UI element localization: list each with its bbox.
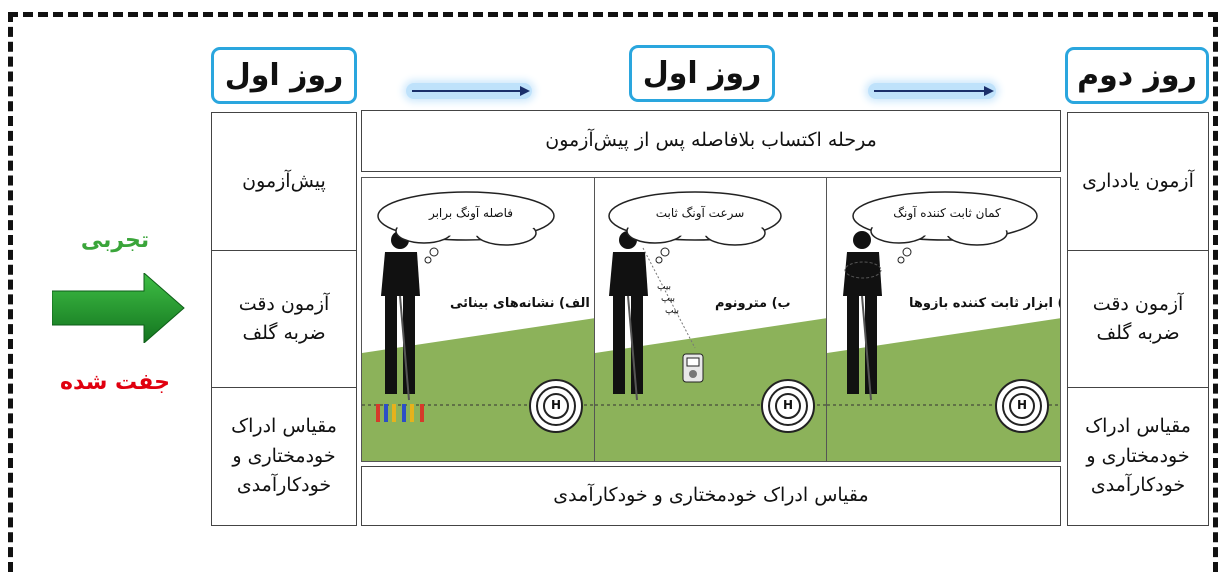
golfer-scene-c — [827, 178, 1060, 461]
center-day-header: روز اول — [629, 45, 775, 102]
thought-cloud — [377, 191, 555, 264]
right-scale-line-3: خودکارآمدی — [1090, 474, 1186, 497]
right-accuracy-line-2: ضربه گلف — [1096, 322, 1180, 344]
right-scale-cell: مقیاس ادراک خودمختاری و خودکارآمدی — [1067, 387, 1209, 526]
dashed-frame — [8, 12, 1218, 572]
experimental-label: تجربی — [80, 228, 150, 253]
left-scale-line-1: مقیاس ادراک — [231, 415, 337, 438]
left-accuracy-test-cell: آزمون دقت ضربه گلف — [211, 250, 357, 388]
thought-cloud — [608, 191, 782, 264]
bottom-scale-text: مقیاس ادراک خودمختاری و خودکارآمدی — [553, 484, 869, 507]
beep-2: بیپ — [661, 294, 676, 304]
golfer-figure — [609, 231, 696, 401]
thought-cloud — [852, 191, 1038, 264]
left-day-header: روز اول — [211, 47, 357, 104]
left-scale-cell: مقیاس ادراک خودمختاری و خودکارآمدی — [211, 387, 357, 526]
panel-c-cloud-text: کمان ثابت کننده آونگ — [893, 206, 1001, 220]
left-accuracy-line-1: آزمون دقت — [238, 292, 330, 315]
beep-3: بیپ — [665, 306, 680, 316]
panel-c-arm-stabilizer: کمان ثابت کننده آونگ ج) ابزار ثابت کننده… — [826, 177, 1061, 462]
target-hole-icon — [761, 379, 815, 433]
panel-b-label: ب) مترونوم — [715, 296, 791, 311]
left-scale-line-3: خودکارآمدی — [236, 474, 332, 497]
left-scale-line-2: خودمختاری و — [232, 444, 336, 467]
right-retention-text: آزمون یادداری — [1082, 169, 1194, 192]
target-hole-icon — [529, 379, 583, 433]
beep-1: بیپ — [657, 282, 672, 292]
right-accuracy-test-cell: آزمون دقت ضربه گلف — [1067, 250, 1209, 388]
panel-b-metronome: سرعت آونگ ثابت ب) مترونوم بیپ بیپ بیپ H — [594, 177, 827, 462]
left-pretest-cell: پیش‌آزمون — [211, 112, 357, 251]
acquisition-phase-text: مرحله اکتساب بلافاصله پس از پیش‌آزمون — [545, 129, 877, 152]
right-scale-line-2: خودمختاری و — [1086, 444, 1190, 467]
golfer-figure — [843, 231, 882, 401]
panel-a-visual-cues: فاصله آونگ برابر الف) نشانه‌های بینائی H — [361, 177, 595, 462]
panel-a-label: الف) نشانه‌های بینائی — [450, 296, 590, 311]
right-scale-line-1: مقیاس ادراک — [1085, 415, 1191, 438]
right-flow-arrow — [868, 80, 996, 102]
golfer-scene-b — [595, 178, 826, 461]
green-right-arrow-icon — [52, 273, 185, 343]
left-accuracy-line-2: ضربه گلف — [242, 322, 326, 344]
panel-c-label: ج) ابزار ثابت کننده بازوها — [909, 296, 1061, 311]
target-hole-icon — [995, 379, 1049, 433]
left-flow-arrow — [406, 80, 532, 102]
panel-b-hole-marker: H — [782, 398, 794, 412]
panel-a-hole-marker: H — [550, 398, 562, 412]
golfer-scene-a — [362, 178, 594, 461]
right-retention-cell: آزمون یادداری — [1067, 112, 1209, 251]
colored-markers-icon — [376, 404, 424, 422]
panel-a-cloud-text: فاصله آونگ برابر — [428, 206, 514, 220]
panel-b-cloud-text: سرعت آونگ ثابت — [655, 206, 745, 220]
yoked-label: جفت شده — [60, 370, 170, 395]
left-pretest-text: پیش‌آزمون — [242, 169, 326, 192]
right-accuracy-line-1: آزمون دقت — [1092, 292, 1184, 315]
metronome-icon — [682, 353, 704, 383]
bottom-scale-cell: مقیاس ادراک خودمختاری و خودکارآمدی — [361, 466, 1061, 526]
right-day-header: روز دوم — [1065, 47, 1209, 104]
acquisition-phase-cell: مرحله اکتساب بلافاصله پس از پیش‌آزمون — [361, 110, 1061, 172]
panel-c-hole-marker: H — [1016, 398, 1028, 412]
